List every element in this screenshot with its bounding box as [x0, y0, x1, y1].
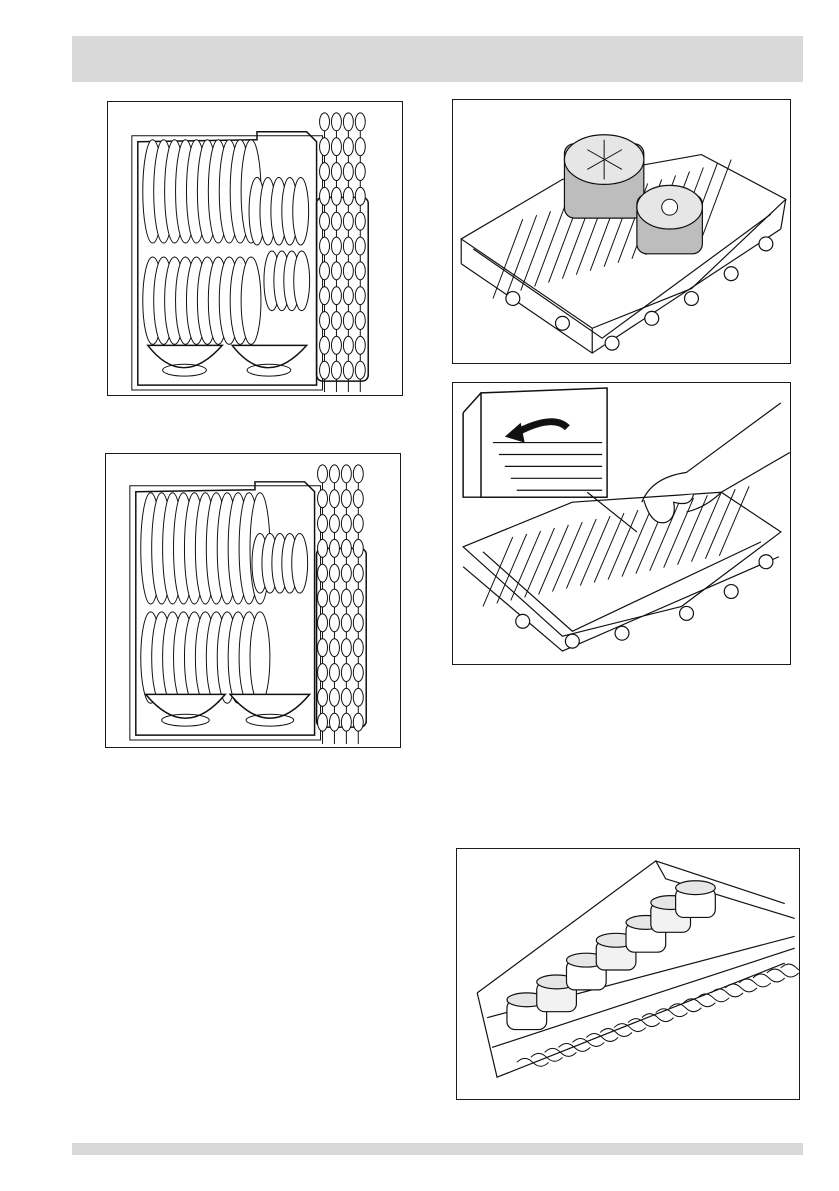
- upper-basket-cups-diagram: [456, 848, 800, 1100]
- pot-large: [564, 135, 643, 218]
- rack-b-illustration: [106, 454, 400, 747]
- pot-small: [637, 185, 703, 253]
- lower-basket-pots-diagram: [452, 99, 791, 364]
- footer-bar: [72, 1143, 803, 1155]
- magnifier-detail: [463, 388, 637, 532]
- folding-tines-diagram: [452, 382, 791, 665]
- pots-basket-illustration: [453, 100, 790, 363]
- header-bar: [72, 36, 803, 82]
- rack-loading-diagram-a: [107, 101, 403, 396]
- cups-basket-illustration: [457, 849, 799, 1099]
- rack-a-illustration: [108, 102, 402, 395]
- rack-loading-diagram-b: [105, 453, 401, 748]
- folding-tines-illustration: [453, 383, 790, 664]
